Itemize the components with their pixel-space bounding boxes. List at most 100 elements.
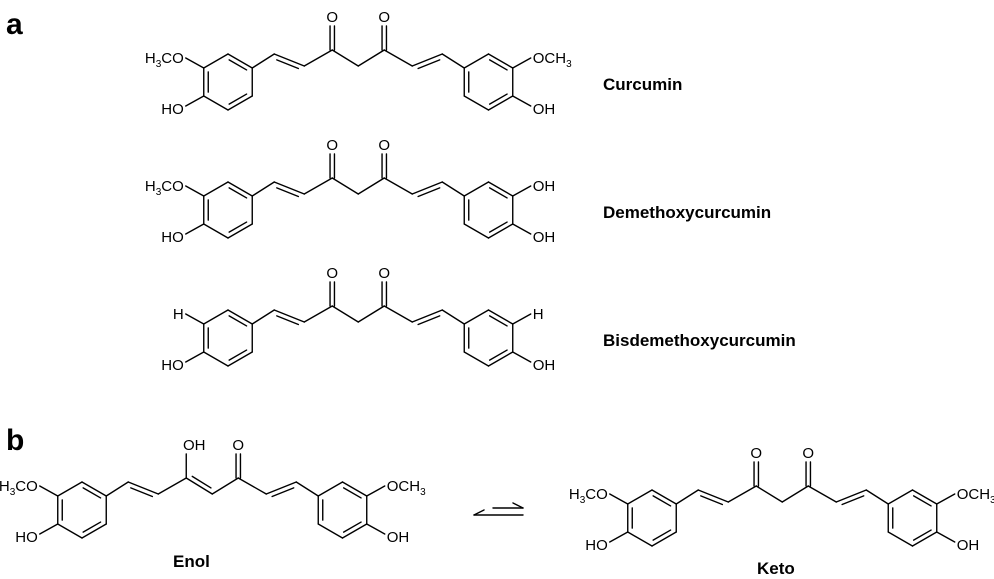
right-top-substituent-label-subscript: 3 xyxy=(420,487,426,498)
vinyl-double-bond-left-inner xyxy=(700,495,724,506)
right-ring-double-bond-inner xyxy=(488,221,508,233)
right-ring-double-bond-inner xyxy=(488,315,508,327)
left-top-substituent-bond xyxy=(39,485,59,497)
left-top-substituent-bond xyxy=(185,313,205,325)
right-ring-double-bond-inner xyxy=(342,521,362,533)
right-ring-bond xyxy=(887,489,914,505)
right-top-substituent-label: OCH3 xyxy=(533,50,572,70)
vinyl-double-bond-left-inner xyxy=(130,487,154,498)
left-ring-double-bond xyxy=(651,531,677,547)
chain-bond xyxy=(807,485,837,503)
right-top-substituent-label: OCH3 xyxy=(387,478,426,498)
vinyl-double-bond-right xyxy=(411,53,443,67)
right-top-substituent-label-subscript: 3 xyxy=(990,495,994,506)
left-ring-double-bond-inner xyxy=(228,93,248,105)
vinyl-double-bond-right xyxy=(835,489,867,503)
left-bottom-substituent-label: HO xyxy=(585,537,608,554)
molecule-name-demethoxycurcumin: Demethoxycurcumin xyxy=(603,203,771,222)
right-ring-bond xyxy=(317,481,344,497)
left-ring-bond xyxy=(203,351,229,367)
left-bottom-substituent-bond xyxy=(185,95,205,107)
chain-bond xyxy=(331,305,359,323)
vinyl-double-bond-left-inner xyxy=(276,59,300,70)
right-ring-bond xyxy=(887,531,914,547)
right-top-substituent-label-part-1: OCH xyxy=(387,478,420,495)
right-top-substituent-label-part-1: H xyxy=(533,306,544,323)
left-top-substituent-label-part-1: H xyxy=(145,50,156,67)
right-bottom-substituent-label: OH xyxy=(533,357,556,374)
left-top-substituent-label-part-1: H xyxy=(0,478,10,495)
vinyl-double-bond-right-inner xyxy=(271,487,295,498)
vinyl-double-bond-right xyxy=(411,309,443,323)
right-top-substituent-bond xyxy=(512,185,532,197)
right-ring-double-bond xyxy=(487,181,514,197)
right-top-substituent-label-part-1: OCH xyxy=(533,50,566,67)
left-bottom-substituent-bond xyxy=(39,523,59,535)
left-top-substituent-label-subscript: 3 xyxy=(156,187,162,198)
left-ring-double-bond-inner xyxy=(228,187,248,199)
right-ring-double-bond xyxy=(911,531,938,547)
right-top-substituent-bond xyxy=(512,57,532,69)
chain-bond xyxy=(383,305,413,323)
right-ring-double-bond-inner xyxy=(488,93,508,105)
right-ring-double-bond-inner xyxy=(912,495,932,507)
panel-b-letter: b xyxy=(6,424,24,457)
top-left-oxygen-label: O xyxy=(326,9,338,26)
aryl-vinyl-bond-right xyxy=(295,481,319,497)
left-ring-double-bond xyxy=(227,223,253,239)
left-ring-double-bond-inner xyxy=(652,495,672,507)
aryl-vinyl-bond xyxy=(675,489,699,505)
left-ring-bond xyxy=(57,523,83,539)
right-bottom-substituent-bond xyxy=(366,523,386,535)
molecule-name-keto: Keto xyxy=(757,559,795,578)
vinyl-double-bond-left xyxy=(697,489,729,503)
right-ring-bond xyxy=(463,223,490,239)
aryl-vinyl-bond xyxy=(251,309,275,325)
chain-bond xyxy=(303,177,333,195)
right-ring-double-bond-inner xyxy=(488,187,508,199)
left-top-substituent-label-subscript: 3 xyxy=(156,59,162,70)
vinyl-double-bond-left xyxy=(273,309,305,323)
right-ring-double-bond xyxy=(341,481,368,497)
top-right-oxygen-label: O xyxy=(232,437,244,454)
left-ring-double-bond xyxy=(227,309,253,325)
enol-double-bond xyxy=(185,477,213,495)
right-ring-double-bond xyxy=(487,223,514,239)
chain-bond xyxy=(727,485,757,503)
vinyl-double-bond-right-inner xyxy=(417,315,441,326)
left-ring-double-bond xyxy=(81,481,107,497)
right-ring-bond xyxy=(463,53,490,69)
right-top-substituent-label: H xyxy=(533,306,544,323)
left-top-substituent-label: H3CO xyxy=(145,178,184,198)
left-bottom-substituent-label: HO xyxy=(161,229,184,246)
right-ring-double-bond-inner xyxy=(488,59,508,71)
chain-bond xyxy=(781,485,809,503)
top-right-oxygen-label: O xyxy=(378,265,390,282)
aryl-vinyl-bond-right xyxy=(441,181,465,197)
right-top-substituent-bond xyxy=(936,493,956,505)
left-ring-bond xyxy=(203,95,229,111)
left-ring-bond xyxy=(627,531,653,547)
left-ring-double-bond xyxy=(651,489,677,505)
right-ring-double-bond-inner xyxy=(488,349,508,361)
molecule-name-curcumin: Curcumin xyxy=(603,75,682,94)
vinyl-double-bond-left xyxy=(273,181,305,195)
chain-bond xyxy=(357,49,385,67)
left-bottom-substituent-bond xyxy=(185,351,205,363)
panel-a-letter: a xyxy=(6,8,23,41)
left-ring-double-bond xyxy=(227,53,253,69)
top-right-oxygen-label: O xyxy=(802,445,814,462)
left-ring-double-bond xyxy=(227,351,253,367)
left-top-substituent-bond xyxy=(185,185,205,197)
right-bottom-substituent-label: OH xyxy=(533,101,556,118)
aryl-vinyl-bond xyxy=(105,481,129,497)
equilibrium-arrows xyxy=(473,502,524,516)
equilibrium-arrowhead-forward xyxy=(512,502,524,509)
left-bottom-substituent-label: HO xyxy=(161,357,184,374)
left-top-substituent-label-part-2: CO xyxy=(585,486,608,503)
vinyl-double-bond-left-inner xyxy=(276,315,300,326)
aryl-vinyl-bond xyxy=(251,53,275,69)
